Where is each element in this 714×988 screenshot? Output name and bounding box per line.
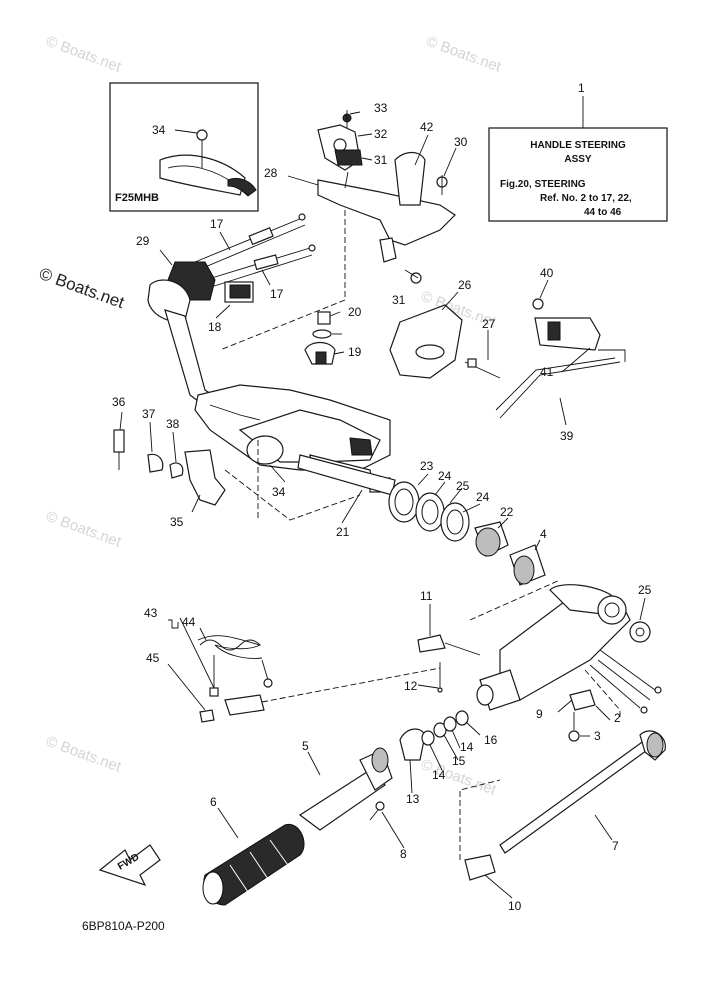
callout: 4	[540, 527, 547, 541]
ref-line-3: Fig.20, STEERING	[500, 179, 586, 190]
callout: 23	[420, 459, 434, 473]
variant-label: F25MHB	[115, 192, 159, 204]
callout: 22	[500, 505, 514, 519]
callout: 7	[612, 839, 619, 853]
part-3	[568, 730, 580, 742]
callout: 41	[540, 365, 554, 379]
callout: 14	[460, 740, 474, 754]
callout: 11	[420, 589, 433, 603]
ref-line-4: Ref. No. 2 to 17, 22,	[540, 193, 632, 204]
callout: 26	[458, 278, 472, 292]
callout: 31	[392, 293, 406, 307]
callout: 8	[400, 847, 407, 861]
callout: 44	[182, 615, 196, 629]
watermark-dark: © Boats.net	[37, 264, 127, 312]
link-rod-group	[495, 298, 626, 419]
rod-7	[499, 730, 666, 854]
callout: 39	[560, 429, 574, 443]
callout: 5	[302, 739, 309, 753]
callout: 16	[484, 733, 498, 747]
callout: 3	[594, 729, 601, 743]
callout: 17	[270, 287, 284, 301]
callout: 6	[210, 795, 217, 809]
ref-line-2: ASSY	[564, 154, 592, 165]
callout: 2	[614, 711, 621, 725]
callout: 40	[540, 266, 554, 280]
callout: 31	[374, 153, 388, 167]
bolt-washer-clip	[304, 311, 336, 365]
shaft-and-rings	[297, 454, 509, 557]
callout: 20	[348, 305, 362, 319]
cable-ends-right	[589, 649, 662, 714]
callout: 27	[482, 317, 496, 331]
callout: 10	[508, 899, 522, 913]
callout: 12	[404, 679, 418, 693]
callout: 45	[146, 651, 160, 665]
callout: 24	[438, 469, 452, 483]
bracket-27-28	[389, 304, 501, 379]
callout: 42	[420, 120, 434, 134]
callout-34-inset: 34	[152, 123, 166, 137]
callout: 25	[456, 479, 470, 493]
callout: 43	[144, 606, 158, 620]
callout: 36	[112, 395, 126, 409]
diagram-code: 6BP810A-P200	[82, 919, 165, 933]
stop-switch-group	[168, 619, 441, 723]
callout: 15	[452, 754, 466, 768]
upper-cover-group	[219, 110, 456, 351]
callout: 34	[272, 485, 286, 499]
throttle-shaft	[298, 747, 393, 831]
leader-lines	[119, 111, 646, 899]
bushing-4	[509, 544, 546, 586]
callout: 25	[638, 583, 652, 597]
reference-box: HANDLE STEERING ASSY Fig.20, STEERING Re…	[488, 96, 668, 222]
left-small-parts	[113, 429, 226, 506]
callouts: 1 2 3 4 5 6 7 8 9 10 11 12 13 14 14 15 1…	[112, 81, 652, 913]
handle-bracket	[194, 384, 391, 493]
ref-line-1: HANDLE STEERING	[530, 140, 626, 151]
fwd-arrow: FWD	[98, 844, 161, 887]
callout: 32	[374, 127, 388, 141]
callout: 13	[406, 792, 420, 806]
variant-inset: 34 F25MHB	[109, 82, 259, 212]
callout: 17	[210, 217, 224, 231]
callout: 29	[136, 234, 150, 248]
cable-group	[147, 213, 316, 411]
callout: 24	[476, 490, 490, 504]
callout: 21	[336, 525, 350, 539]
washers-13-16	[399, 710, 469, 761]
part-10	[464, 854, 496, 881]
callout: 37	[142, 407, 156, 421]
callout: 19	[348, 345, 362, 359]
callout: 33	[374, 101, 388, 115]
part-11-12	[417, 634, 481, 693]
callout: 28	[264, 166, 278, 180]
ref-line-5: 44 to 46	[584, 207, 622, 218]
watermark: © Boats.net	[44, 33, 124, 76]
watermark: © Boats.net	[424, 33, 504, 76]
callout: 38	[166, 417, 180, 431]
handle-grip	[202, 823, 305, 906]
callout: 14	[432, 768, 446, 782]
callout: 18	[208, 320, 222, 334]
callout: 35	[170, 515, 184, 529]
callout: 9	[536, 707, 543, 721]
watermark: © Boats.net	[44, 508, 124, 551]
callout: 1	[578, 81, 585, 95]
callout: 30	[454, 135, 468, 149]
part-9	[569, 689, 596, 711]
watermark: © Boats.net	[44, 733, 124, 776]
steering-tube	[469, 579, 631, 720]
